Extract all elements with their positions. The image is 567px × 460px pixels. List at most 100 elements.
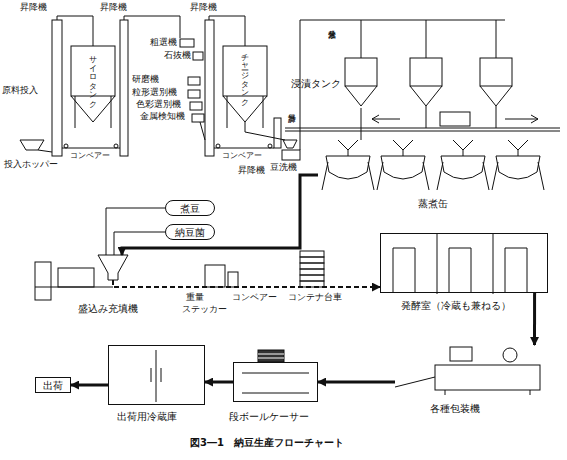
drawing-part	[437, 162, 489, 190]
drawing-part	[98, 255, 128, 280]
rail	[285, 112, 560, 131]
drawing-part	[381, 156, 425, 179]
flow-connector	[205, 381, 233, 384]
drawing-part	[435, 365, 540, 390]
part-label: 粗選機	[150, 38, 177, 48]
node-label: 浸漬タンク	[291, 78, 341, 89]
flow-connector	[533, 293, 536, 345]
rail	[285, 128, 560, 131]
drawing-part	[348, 150, 349, 156]
flow-connector	[71, 384, 108, 387]
node-label: 煮豆	[166, 203, 214, 214]
container	[300, 275, 324, 281]
roller	[114, 144, 118, 148]
drawing-part	[496, 156, 540, 179]
drawing-part	[463, 150, 464, 156]
drawing-part	[453, 140, 473, 150]
machine	[188, 90, 200, 98]
part-label: 投入ホッパー	[4, 160, 58, 170]
container	[300, 263, 324, 269]
carriage	[440, 112, 470, 126]
drawing-part	[393, 248, 415, 292]
part-label: 昇降機	[100, 3, 127, 13]
node-outline	[234, 363, 317, 401]
elevator-shaft	[205, 20, 214, 156]
carton-stripes	[258, 354, 284, 358]
drawing-part	[441, 156, 485, 179]
drawing-part	[345, 86, 377, 106]
move-arrow	[505, 115, 538, 123]
conveyor	[35, 287, 113, 288]
part-label: コンベアー	[222, 152, 262, 161]
drawing-part	[508, 140, 528, 150]
soak-tank	[410, 58, 442, 86]
container	[300, 269, 324, 275]
input-hopper	[20, 140, 44, 150]
soak-tank	[480, 86, 512, 106]
drawing-part	[437, 234, 493, 294]
part-label: コンベアー	[232, 293, 277, 303]
part-label: 原料投入	[2, 86, 38, 96]
node-label: 段ボールケーサー	[229, 411, 309, 422]
part-label: 重量	[186, 293, 204, 303]
bean-washer	[282, 150, 300, 160]
node-label: チャージタンク	[239, 48, 248, 102]
input-box: 納豆菌	[165, 224, 215, 240]
elevator-shaft	[52, 20, 62, 156]
input-box: 煮豆	[165, 200, 215, 216]
figure-caption: 図3―1 納豆生産フローチャート	[190, 436, 344, 450]
drawing-part	[445, 390, 530, 395]
drawing-part	[492, 162, 544, 190]
flow-connector	[361, 108, 362, 140]
drawing-part	[395, 377, 435, 387]
drawing-part	[93, 38, 94, 46]
flow-connector	[114, 232, 165, 255]
roller	[64, 144, 68, 148]
flow-connector	[318, 381, 395, 384]
soak-tank	[410, 86, 442, 106]
container	[300, 257, 324, 263]
node-label: 各種包装機	[430, 403, 480, 414]
charge-tank: チャージタンク	[222, 38, 268, 130]
part-label: 色彩選別機	[136, 100, 181, 110]
elevator-head	[57, 16, 93, 38]
drawing-part	[377, 162, 429, 190]
conveyor	[62, 148, 120, 149]
pipe	[426, 106, 496, 128]
part-label: コンベアー	[70, 152, 110, 161]
washing	[245, 20, 512, 160]
drawing-part	[450, 347, 472, 361]
hopper-conveyors	[20, 140, 274, 152]
steam-cooker: 蒸煮缶	[318, 140, 548, 210]
node-label: 発酵室（冷蔵も兼ねる）	[401, 300, 511, 311]
elevator-shaft	[120, 20, 128, 156]
shipping-box: 出荷	[35, 377, 71, 393]
machine	[180, 39, 194, 47]
drawing-part	[242, 373, 309, 393]
sticker-unit	[228, 272, 238, 287]
node-outline	[395, 345, 545, 395]
move-arrow	[372, 115, 400, 123]
roller	[216, 144, 220, 148]
drawing-part	[151, 350, 161, 402]
fermentation-room: 発酵室（冷蔵も兼ねる）	[380, 233, 548, 293]
drawing-part	[393, 140, 413, 150]
node-outline	[109, 346, 204, 404]
cold-storage: 出荷用冷蔵庫	[108, 345, 205, 405]
part-label: 石抜機	[164, 51, 191, 61]
node-label: サイロタンク	[87, 50, 96, 104]
machine	[193, 52, 203, 60]
node-outline	[345, 58, 377, 108]
node-label: 蒸煮缶	[418, 198, 448, 209]
caser-top	[258, 350, 284, 362]
chute	[38, 150, 52, 152]
node-label: 出荷用冷蔵庫	[117, 411, 177, 422]
part-label: 昇降機	[20, 3, 47, 13]
carton-stack	[258, 350, 284, 362]
drawing-part	[503, 348, 517, 362]
chute	[200, 122, 205, 140]
machine	[192, 114, 204, 122]
